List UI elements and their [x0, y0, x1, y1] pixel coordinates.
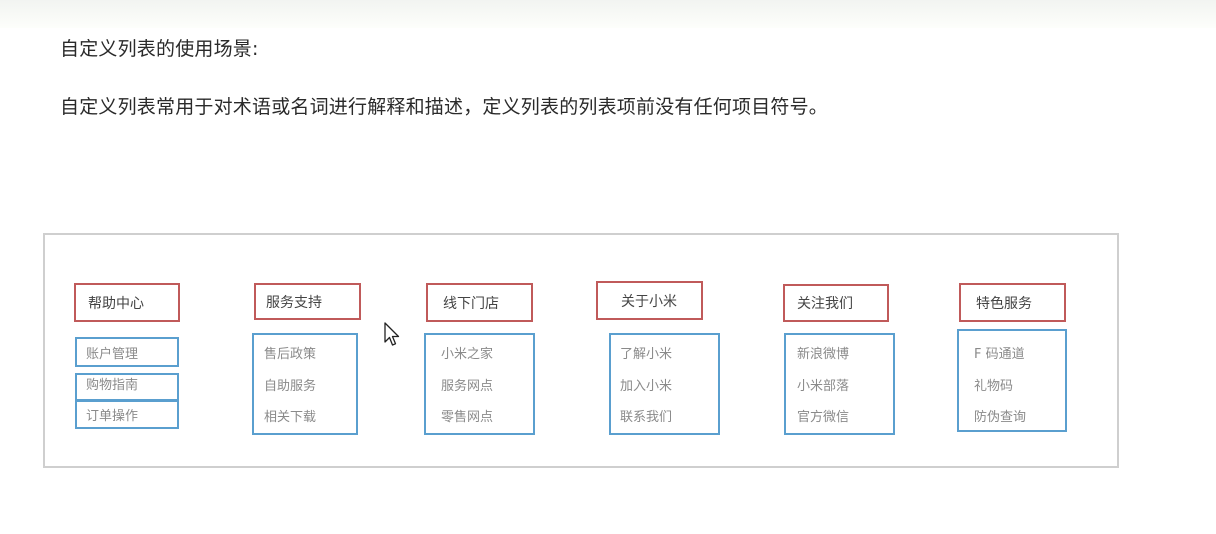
definition-item[interactable]: 加入小米 [620, 379, 673, 394]
definition-box [75, 400, 179, 429]
term-label: 线下门店 [443, 295, 499, 312]
term-featured-services: 特色服务 [959, 283, 1066, 322]
definition-item[interactable]: F 码通道 [974, 347, 1025, 362]
term-service-support: 服务支持 [254, 283, 361, 320]
definition-box [252, 333, 358, 435]
section-heading: 自定义列表的使用场景: [60, 38, 259, 60]
term-label: 关注我们 [797, 296, 853, 312]
definition-box [784, 333, 895, 435]
definition-box [75, 337, 179, 367]
definition-item[interactable]: 了解小米 [620, 347, 673, 362]
term-about-xiaomi: 关于小米 [596, 281, 703, 320]
definition-item[interactable]: 售后政策 [264, 347, 317, 362]
term-offline-stores: 线下门店 [426, 283, 533, 322]
definition-item[interactable]: 购物指南 [86, 378, 139, 393]
term-label: 特色服务 [976, 295, 1032, 312]
definition-box [424, 333, 535, 435]
definition-item[interactable]: 联系我们 [620, 410, 673, 425]
term-help-center: 帮助中心 [74, 283, 180, 322]
definition-item[interactable]: 自助服务 [264, 379, 317, 394]
definition-item[interactable]: 小米部落 [797, 379, 850, 394]
description-paragraph: 自定义列表常用于对术语或名词进行解释和描述，定义列表的列表项前没有任何项目符号。 [60, 96, 829, 118]
definition-item[interactable]: 相关下载 [264, 410, 317, 425]
term-label: 关于小米 [621, 293, 677, 310]
top-fade-bar [0, 0, 1216, 28]
definition-item[interactable]: 账户管理 [86, 347, 139, 362]
definition-item[interactable]: 小米之家 [441, 347, 494, 362]
definition-item[interactable]: 订单操作 [86, 409, 139, 424]
term-label: 服务支持 [266, 294, 322, 311]
definition-box [609, 333, 720, 435]
definition-item[interactable]: 礼物码 [974, 379, 1014, 394]
definition-item[interactable]: 服务网点 [441, 379, 494, 394]
term-follow-us: 关注我们 [783, 284, 889, 322]
definition-item[interactable]: 新浪微博 [797, 347, 850, 362]
mouse-cursor-icon [384, 322, 400, 346]
definition-item[interactable]: 官方微信 [797, 410, 850, 425]
definition-box [957, 329, 1067, 432]
demo-frame [43, 233, 1119, 468]
term-label: 帮助中心 [88, 295, 144, 312]
definition-item[interactable]: 防伪查询 [974, 410, 1027, 425]
definition-item[interactable]: 零售网点 [441, 410, 494, 425]
